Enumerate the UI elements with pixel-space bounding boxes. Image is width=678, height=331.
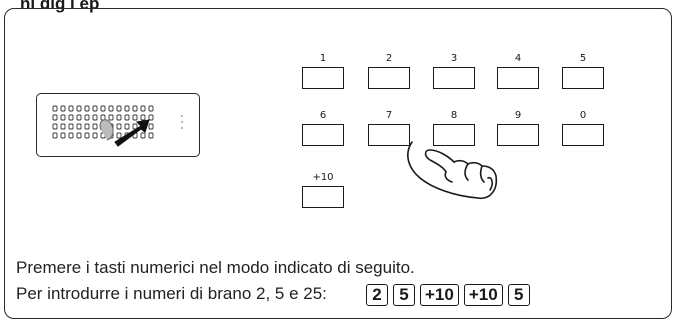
sequence-key-plus10-first: +10 — [420, 284, 459, 306]
key-8[interactable] — [433, 124, 475, 146]
key-3[interactable] — [433, 67, 475, 89]
remote-button-glyph — [116, 105, 122, 112]
remote-button-glyph — [124, 114, 130, 121]
key-label-7: 7 — [385, 110, 393, 121]
remote-button-glyph — [60, 132, 66, 139]
remote-button-glyph — [116, 123, 122, 130]
figure-box — [4, 8, 672, 319]
remote-button-glyph — [68, 123, 74, 130]
key-5[interactable] — [562, 67, 604, 89]
key-sequence: 2 5 +10 +10 5 — [366, 284, 530, 306]
key-1[interactable] — [302, 67, 344, 89]
remote-control-icon — [36, 93, 200, 157]
instruction-line-2: Per introdurre i numeri di brano 2, 5 e … — [16, 284, 327, 303]
sequence-key-5-final: 5 — [507, 284, 530, 306]
key-label-9: 9 — [514, 110, 522, 121]
sequence-key-5: 5 — [393, 284, 415, 306]
remote-button-glyph — [148, 114, 154, 121]
remote-button-glyph — [148, 123, 154, 130]
key-plus10[interactable] — [302, 186, 344, 208]
key-6[interactable] — [302, 124, 344, 146]
remote-button-glyph — [92, 105, 98, 112]
remote-button-glyph — [84, 132, 90, 139]
remote-button-glyph — [148, 132, 154, 139]
arrow-icon — [99, 119, 150, 147]
remote-button-glyph — [132, 123, 138, 130]
remote-button-glyph — [76, 105, 82, 112]
remote-button-glyph — [84, 123, 90, 130]
remote-button-glyph — [140, 105, 146, 112]
key-label-0: 0 — [579, 110, 587, 121]
remote-button-glyph — [68, 114, 74, 121]
remote-button-glyph — [132, 105, 138, 112]
remote-button-glyph — [68, 105, 74, 112]
key-label-3: 3 — [450, 53, 458, 64]
remote-button-glyph — [92, 123, 98, 130]
remote-button-glyph — [60, 123, 66, 130]
header-title: ni dig i ep — [20, 0, 100, 13]
remote-button-glyph — [92, 132, 98, 139]
key-label-5: 5 — [579, 53, 587, 64]
key-label-4: 4 — [514, 53, 522, 64]
remote-button-glyph — [116, 132, 122, 139]
remote-button-glyph — [76, 123, 82, 130]
instruction-line-1: Premere i tasti numerici nel modo indica… — [16, 258, 415, 277]
key-label-8: 8 — [450, 110, 458, 121]
key-2[interactable] — [368, 67, 410, 89]
remote-button-glyph — [60, 114, 66, 121]
sequence-key-plus10-second: +10 — [463, 284, 503, 306]
remote-button-glyph — [84, 114, 90, 121]
remote-button-glyph — [140, 132, 146, 139]
remote-button-glyph — [100, 105, 106, 112]
remote-button-glyph — [52, 105, 58, 112]
sequence-key-2: 2 — [366, 284, 388, 306]
remote-button-glyph — [124, 123, 130, 130]
remote-button-glyph — [52, 132, 58, 139]
remote-button-glyph — [92, 114, 98, 121]
key-label-plus10: +10 — [312, 172, 334, 183]
remote-button-glyph — [76, 132, 82, 139]
remote-button-glyph — [124, 105, 130, 112]
remote-button-glyph — [116, 114, 122, 121]
remote-button-glyph — [100, 114, 106, 121]
remote-button-glyph — [84, 105, 90, 112]
remote-button-glyph — [52, 123, 58, 130]
key-4[interactable] — [497, 67, 539, 89]
remote-button-glyph — [148, 105, 154, 112]
key-9[interactable] — [497, 124, 539, 146]
key-label-2: 2 — [385, 53, 393, 64]
remote-button-glyph — [108, 114, 114, 121]
remote-button-glyph — [76, 114, 82, 121]
remote-buttons-illustration — [52, 105, 183, 147]
remote-button-glyph — [132, 114, 138, 121]
remote-button-glyph — [68, 132, 74, 139]
key-label-6: 6 — [319, 110, 327, 121]
key-7[interactable] — [368, 124, 410, 146]
remote-button-glyph — [108, 105, 114, 112]
key-0[interactable] — [562, 124, 604, 146]
key-label-1: 1 — [319, 53, 327, 64]
remote-button-glyph — [52, 114, 58, 121]
hand-pointer-icon — [407, 141, 498, 200]
remote-button-glyph — [140, 114, 146, 121]
remote-button-glyph — [60, 105, 66, 112]
